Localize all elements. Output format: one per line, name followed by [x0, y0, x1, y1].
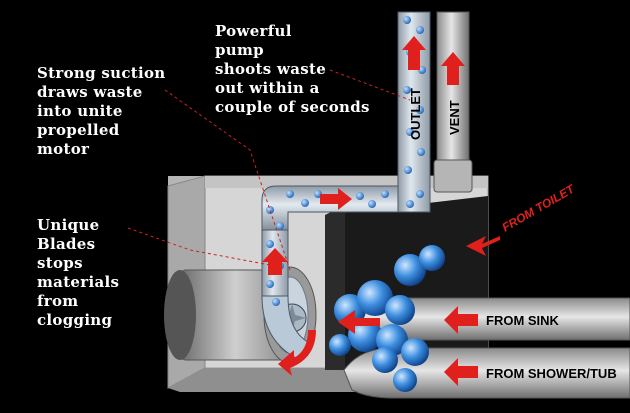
vent-label: VENT — [447, 100, 462, 135]
waste-balls — [329, 245, 445, 392]
leader-lines — [127, 69, 411, 271]
vent-pipe — [433, 11, 473, 193]
arrow-toilet — [466, 236, 500, 256]
from-shower-label: FROM SHOWER/TUB — [486, 366, 617, 381]
arrow-right-pipe — [320, 188, 352, 210]
suction-callout: Strong suction draws waste into unite pr… — [37, 64, 166, 158]
arrow-up-left-pipe — [262, 248, 288, 275]
arrow-sink — [444, 306, 478, 334]
outlet-label: OUTLET — [408, 88, 423, 140]
pump-callout: Powerful pump shoots waste out within a … — [215, 22, 370, 116]
flow-arrows — [262, 36, 500, 386]
from-sink-label: FROM SINK — [486, 313, 560, 328]
from-toilet-label: FROM TOILET — [500, 181, 579, 235]
arrow-outlet-up — [402, 36, 426, 70]
arrow-vent-up — [441, 52, 465, 85]
blades-callout: Unique Blades stops materials from clogg… — [37, 216, 120, 329]
arrow-shower — [444, 358, 478, 386]
arrow-curve — [278, 330, 316, 376]
arrow-into-blades — [338, 310, 380, 334]
pipe-bubbles — [266, 16, 426, 306]
